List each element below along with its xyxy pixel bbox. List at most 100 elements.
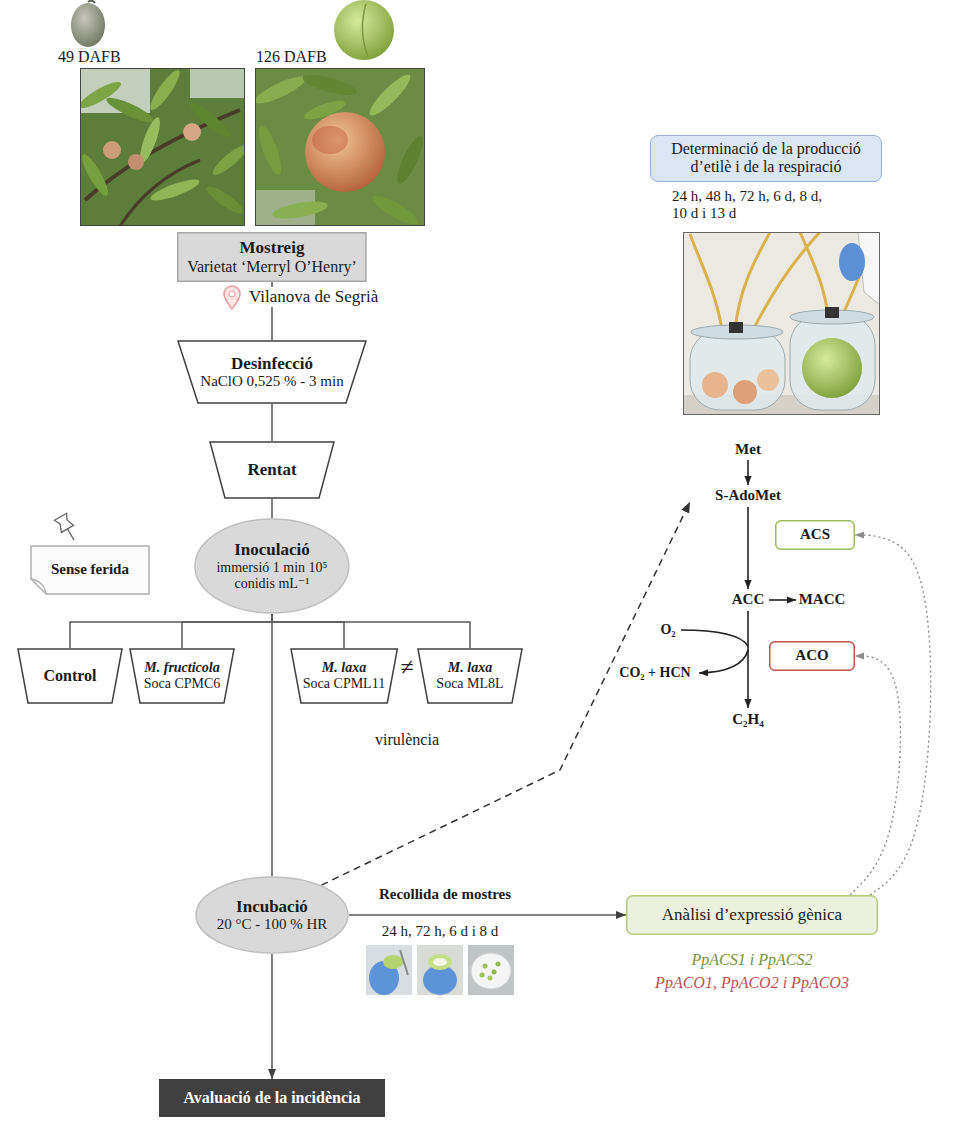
step-trapezoid-outline — [178, 341, 366, 403]
gene-names: PpACS1 i PpACS2 — [692, 951, 813, 969]
sample-photo — [417, 945, 463, 995]
node-heading: Inoculació — [216, 540, 328, 560]
step-ellipse-outline — [196, 877, 348, 953]
connector — [855, 535, 931, 895]
sample-photo — [366, 945, 412, 995]
sample-photo — [480, 973, 485, 978]
analysis-box: Anàlisi d’expressió gènica — [626, 895, 878, 935]
node-content: Rentat — [247, 460, 296, 480]
step-ellipse-outline — [195, 519, 349, 613]
metabolite-label: C₂H₄ — [732, 711, 764, 728]
sample-photo — [483, 964, 488, 969]
orchard-photo — [128, 154, 144, 170]
mature-fruit-icon — [334, 0, 394, 60]
orchard-photo — [149, 175, 202, 204]
sample-photo — [400, 950, 408, 975]
enzyme-box: ACO — [769, 641, 855, 671]
step-trapezoid: DesinfeccióNaClO 0,525 % - 3 min — [177, 340, 367, 404]
connector — [271, 499, 273, 518]
orchard-photo — [204, 182, 245, 217]
sample-photo — [433, 958, 447, 966]
result-box: Avaluació de la incidència — [159, 1079, 385, 1117]
lab-photo — [683, 232, 880, 415]
treatment-trapezoid-outline — [130, 649, 234, 703]
lab-photo — [800, 232, 828, 316]
pushpin-icon — [54, 513, 80, 543]
metabolite-label: ACC — [732, 591, 765, 608]
pushpin-icon — [68, 529, 75, 540]
node-body: 20 °C - 100 % HR — [217, 916, 328, 933]
place-name: Vilanova de Segrià — [246, 287, 381, 307]
stage-label: 49 DAFB — [58, 48, 121, 66]
enzyme-box-outline — [770, 642, 855, 671]
orchard-photo — [104, 94, 156, 127]
node-content: Determinació de la producció d’etilè i d… — [650, 135, 885, 222]
lab-photo — [802, 338, 862, 398]
lab-photo — [690, 234, 722, 330]
node-heading: Rentat — [247, 460, 296, 480]
metabolite-label: MACC — [799, 591, 846, 608]
measurement-group: Determinació de la producció d’etilè i d… — [650, 135, 885, 502]
node-content: DesinfeccióNaClO 0,525 % - 3 min — [200, 354, 343, 391]
note-box-outline — [31, 546, 149, 594]
node-body: Varietat ‘Merryl O’Henry’ — [187, 258, 357, 276]
connector — [272, 614, 470, 648]
orchard-photo — [393, 133, 425, 186]
node-heading: ACO — [795, 647, 828, 664]
node-content: Incubació20 °C - 100 % HR — [217, 897, 328, 934]
location-pin — [229, 291, 235, 297]
orchard-photo — [80, 68, 245, 226]
location-pin — [224, 286, 240, 309]
lab-photo — [690, 330, 785, 410]
connector — [271, 954, 273, 1079]
node-content: M. laxaSoca ML8L — [436, 660, 503, 692]
step-ellipse: Inoculacióimmersió 1 min 10⁵ conidis mL⁻… — [194, 518, 350, 614]
lab-photo — [733, 380, 757, 404]
lab-photo — [735, 232, 770, 330]
treatment-trapezoid-outline — [18, 649, 122, 703]
sample-photo — [496, 962, 501, 967]
note-fold — [31, 579, 46, 594]
enzyme-box-outline — [776, 521, 855, 550]
orchard-photo — [255, 123, 285, 177]
node-body: 24 h, 48 h, 72 h, 6 d, 8 d, 10 d i 13 d — [672, 188, 822, 223]
sample-photo — [471, 953, 511, 989]
lab-photo — [690, 232, 878, 332]
note-label: virulència — [375, 731, 439, 749]
connector — [272, 614, 344, 648]
lab-photo — [684, 233, 880, 415]
analysis-box-outline — [627, 896, 878, 935]
step-ellipse: Incubació20 °C - 100 % HR — [195, 876, 349, 954]
sample-photo — [492, 970, 497, 975]
node-content: M. fructicolaSoca CPMC6 — [144, 660, 221, 692]
pathway-arrow — [747, 460, 749, 485]
node-content: MostreigVarietat ‘Merryl O’Henry’ — [187, 238, 357, 276]
treatment-trapezoid-outline — [291, 649, 397, 703]
orchard-photo — [190, 68, 245, 98]
treatment-trapezoid-outline — [418, 649, 522, 703]
orchard-photo — [256, 69, 425, 226]
orchard-photo — [103, 141, 121, 159]
node-body: Soca CPML11 — [303, 676, 385, 692]
lab-photo — [683, 232, 880, 415]
node-heading: Avaluació de la incidència — [183, 1089, 360, 1107]
sample-photo — [366, 945, 514, 995]
pathway-arrow — [699, 650, 748, 673]
node-content: ACO — [795, 647, 828, 664]
node-body: immersió 1 min 10⁵ conidis mL⁻¹ — [216, 560, 328, 592]
connector — [182, 614, 272, 648]
sample-photo — [488, 976, 493, 981]
node-body: NaClO 0,525 % - 3 min — [200, 373, 343, 390]
result-box-outline — [160, 1080, 385, 1117]
location-pin — [224, 286, 240, 309]
pushpin-icon — [54, 513, 73, 532]
connector — [349, 914, 626, 916]
node-content: ACS — [800, 526, 830, 543]
orchard-photo — [312, 126, 348, 154]
treatment-trapezoid: M. laxaSoca ML8L — [417, 648, 523, 704]
orchard-photo — [369, 191, 421, 226]
node-heading: ACS — [800, 526, 830, 543]
metabolite-label: O₂ — [660, 622, 675, 638]
treatment-trapezoid: Control — [17, 648, 123, 704]
